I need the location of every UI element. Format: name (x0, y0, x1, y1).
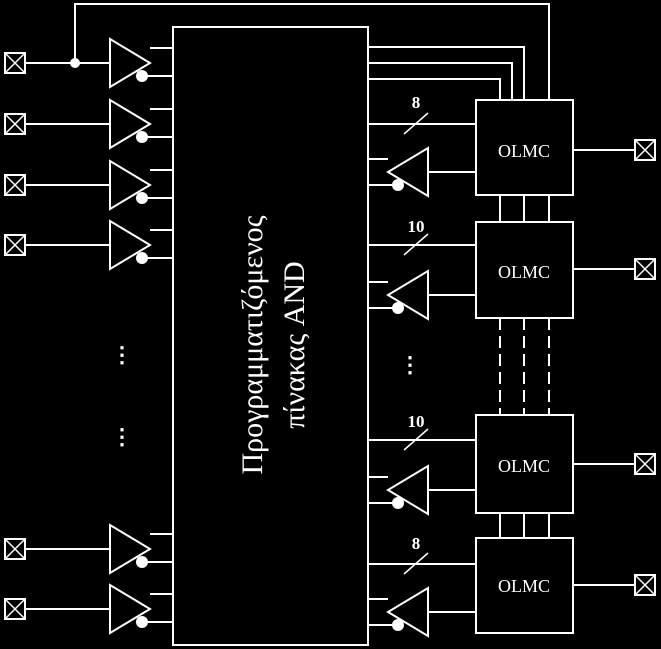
input-buffer-5 (109, 523, 173, 575)
input-pin-2 (4, 113, 26, 135)
feedback-buffer-3 (368, 464, 476, 516)
olmc-block-3 (475, 414, 574, 514)
input-buffer-3 (109, 159, 173, 211)
input-pin-4 (4, 234, 26, 256)
olmc-label-2: OLMC (498, 262, 550, 282)
bus-width-1: 8 (412, 93, 421, 112)
input-pins (4, 37, 173, 635)
bus-width-4: 8 (412, 534, 421, 553)
olmc-stack: OLMC OLMC OLMC OLMC (475, 99, 574, 634)
and-array-label-line1: Προγραμματιζόμενος (236, 215, 269, 474)
output-pin-4 (634, 574, 656, 596)
input-pin-6 (4, 598, 26, 620)
and-array-label-line2: πίνακας AND (278, 261, 311, 428)
olmc-label-4: OLMC (498, 576, 550, 596)
input-buffer-6 (109, 583, 173, 635)
input-ellipsis-lower: ⋮ (111, 424, 133, 449)
feedback-buffer-1 (368, 146, 476, 198)
olmc-block-1 (475, 99, 574, 196)
bus-lines: 8 10 10 8 (368, 93, 476, 575)
input-buffer-2 (109, 98, 173, 150)
olmc-block-2 (475, 221, 574, 319)
input-buffer-4 (109, 219, 173, 271)
olmc-label-3: OLMC (498, 456, 550, 476)
input-pin-5 (4, 538, 26, 560)
output-pin-2 (634, 258, 656, 280)
feedback-buffer-2 (368, 269, 476, 321)
olmc-label-1: OLMC (498, 141, 550, 161)
feedback-lines (74, 3, 550, 100)
and-array-block (172, 26, 369, 646)
input-pin-1 (4, 52, 26, 74)
bus-width-2: 10 (408, 217, 425, 236)
bus-width-3: 10 (408, 412, 425, 431)
input-ellipsis-upper: ⋮ (111, 342, 133, 367)
input-pin-3 (4, 174, 26, 196)
output-pin-3 (634, 453, 656, 475)
output-ellipsis: ⋮ (399, 352, 421, 377)
output-pin-1 (634, 139, 656, 161)
output-pins (573, 139, 656, 596)
feedback-buffer-4 (368, 586, 476, 638)
and-array-label: Προγραμματιζόμενος πίνακας AND (236, 215, 311, 474)
feedback-buffers (368, 146, 476, 638)
junction-dot (70, 58, 80, 68)
input-buffer-1 (109, 37, 173, 89)
